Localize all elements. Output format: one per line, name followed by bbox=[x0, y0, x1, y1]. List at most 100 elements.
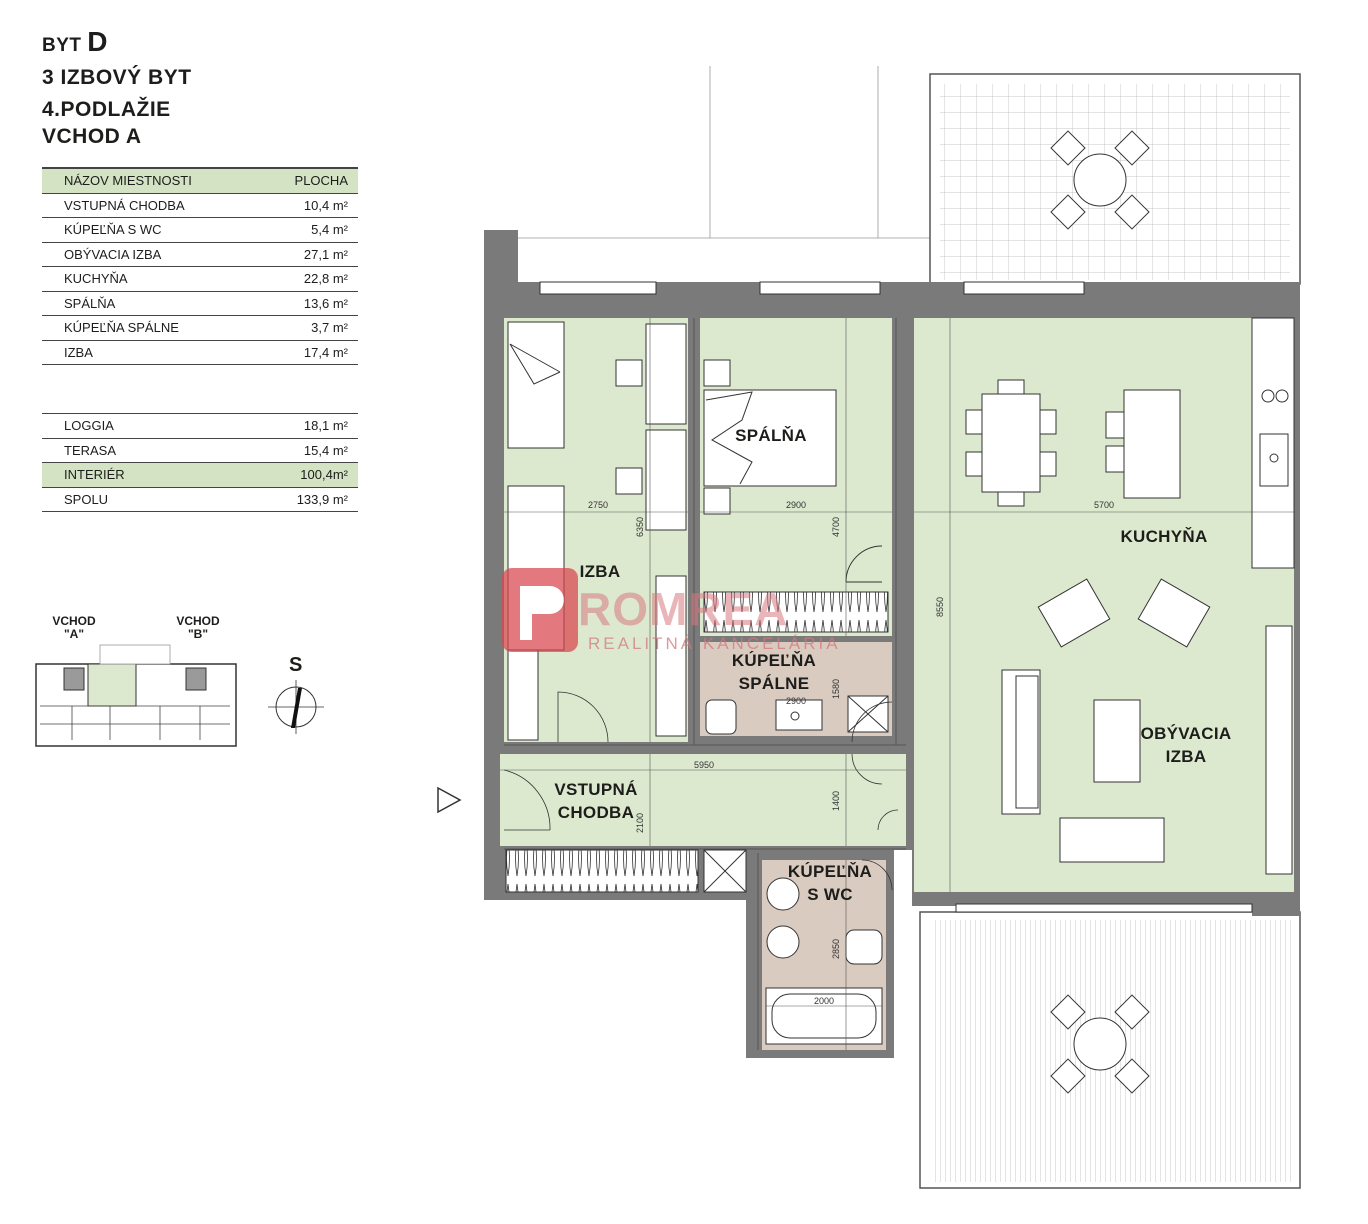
label-kuchyna: KUCHYŇA bbox=[1120, 527, 1208, 546]
label-kupelna-wc-1: KÚPEĽŇA bbox=[787, 862, 873, 881]
chodba-wardrobe bbox=[505, 849, 699, 893]
label-izba: IZBA bbox=[579, 562, 621, 581]
dim-chodba-height: 2100 bbox=[635, 812, 646, 834]
entrance-arrow bbox=[437, 786, 462, 814]
room-name: IZBA bbox=[42, 340, 264, 365]
extra-name: LOGGIA bbox=[42, 413, 264, 439]
label-chodba-2: CHODBA bbox=[557, 803, 635, 822]
dim-chodba-width: 5950 bbox=[694, 760, 715, 770]
extra-name: SPOLU bbox=[42, 487, 264, 512]
dim-kupelna-spalne-width: 2900 bbox=[786, 696, 807, 706]
room-name: OBÝVACIA IZBA bbox=[42, 242, 264, 267]
kupelna-spalne-fixtures bbox=[705, 695, 889, 735]
dim-spalna-width: 2900 bbox=[786, 500, 807, 510]
dim-kupelna-wc-width: 2000 bbox=[814, 996, 835, 1006]
watermark-brand: ROMREA bbox=[578, 583, 789, 635]
col-area-header: PLOCHA bbox=[263, 167, 358, 194]
door-swings bbox=[503, 691, 899, 891]
watermark-logo bbox=[502, 568, 578, 652]
spalna-furniture bbox=[703, 359, 889, 633]
living-furniture bbox=[1001, 578, 1293, 875]
label-kupelna-spalne-2: SPÁLNE bbox=[738, 674, 810, 693]
dim-living-height: 8550 bbox=[935, 596, 946, 618]
entrance-b-code: "B" bbox=[187, 627, 209, 641]
extra-area: 133,9 m² bbox=[263, 487, 358, 512]
unit-title: BYT D bbox=[42, 26, 108, 58]
room-name: SPÁLŇA bbox=[42, 291, 264, 316]
unit-type: 3 IZBOVÝ BYT bbox=[42, 66, 192, 89]
extra-name: INTERIÉR bbox=[42, 462, 264, 488]
kupelna-wc-fixtures bbox=[765, 877, 883, 1045]
room-area: 17,4 m² bbox=[263, 340, 358, 365]
outdoor-furniture bbox=[1050, 130, 1150, 1094]
room-area: 5,4 m² bbox=[263, 217, 358, 243]
dim-kupelna-wc-height: 2850 bbox=[831, 938, 842, 960]
unit-prefix: BYT bbox=[42, 35, 82, 56]
label-kupelna-spalne: KÚPEĽŇA SPÁLNE bbox=[714, 649, 834, 695]
dining-set bbox=[965, 379, 1181, 507]
label-obyvacia-1: OBÝVACIA bbox=[1140, 724, 1232, 743]
windows bbox=[539, 281, 1253, 913]
label-kupelna-spalne-1: KÚPEĽŇA bbox=[731, 651, 817, 670]
unit-entrance: VCHOD A bbox=[42, 125, 142, 148]
label-kupelna-wc: KÚPEĽŇA S WC bbox=[770, 860, 890, 906]
label-chodba-1: VSTUPNÁ bbox=[554, 780, 638, 799]
chodba-hvac bbox=[703, 849, 747, 893]
dim-chodba-height-2: 1400 bbox=[831, 790, 842, 812]
entrance-a-code: "A" bbox=[63, 627, 85, 641]
label-chodba: VSTUPNÁ CHODBA bbox=[544, 778, 648, 824]
label-kupelna-wc-2: S WC bbox=[807, 885, 853, 904]
room-area: 13,6 m² bbox=[263, 291, 358, 316]
room-area: 3,7 m² bbox=[263, 315, 358, 341]
dim-izba-width: 2750 bbox=[588, 500, 609, 510]
extra-area: 18,1 m² bbox=[263, 413, 358, 439]
dim-spalna-height: 4700 bbox=[831, 516, 842, 538]
extra-area: 15,4 m² bbox=[263, 438, 358, 463]
label-spalna: SPÁLŇA bbox=[735, 426, 807, 445]
north-arrow bbox=[268, 680, 324, 734]
table-header-row: NÁZOV MIESTNOSTI PLOCHA bbox=[42, 167, 358, 194]
label-obyvacia-2: IZBA bbox=[1165, 747, 1207, 766]
room-area: 27,1 m² bbox=[263, 242, 358, 267]
room-area: 22,8 m² bbox=[263, 266, 358, 292]
kitchen-counter bbox=[1251, 317, 1295, 569]
unit-floor: 4.PODLAŽIE bbox=[42, 98, 171, 121]
col-name-header: NÁZOV MIESTNOSTI bbox=[42, 167, 264, 194]
entrance-b-label: VCHOD "B" bbox=[168, 615, 228, 641]
dimension-lines bbox=[500, 318, 1294, 1050]
unit-letter: D bbox=[87, 26, 109, 57]
room-name: VSTUPNÁ CHODBA bbox=[42, 193, 264, 218]
dim-kuchyna-width: 5700 bbox=[1094, 500, 1115, 510]
label-obyvacia: OBÝVACIA IZBA bbox=[1136, 722, 1236, 768]
entrance-a-word: VCHOD bbox=[52, 614, 96, 628]
room-name: KUCHYŇA bbox=[42, 266, 264, 292]
room-vstupna-chodba bbox=[500, 754, 906, 846]
north-label: S bbox=[289, 654, 303, 676]
watermark-tagline: REALITNÁ KANCELÁRIA bbox=[588, 634, 841, 653]
table-spacer bbox=[42, 364, 358, 414]
extra-area: 100,4m² bbox=[263, 462, 358, 488]
extra-name: TERASA bbox=[42, 438, 264, 463]
room-kuchyna-obyvacia bbox=[914, 318, 1294, 892]
room-name: KÚPEĽŇA SPÁLNE bbox=[42, 315, 264, 341]
entrance-a-label: VCHOD "A" bbox=[44, 615, 104, 641]
key-plan bbox=[35, 644, 237, 747]
dim-izba-height: 6350 bbox=[635, 516, 646, 538]
room-name: KÚPEĽŇA S WC bbox=[42, 217, 264, 243]
room-area: 10,4 m² bbox=[263, 193, 358, 218]
entrance-b-word: VCHOD bbox=[176, 614, 220, 628]
dim-kupelna-spalne-height: 1580 bbox=[831, 678, 842, 700]
